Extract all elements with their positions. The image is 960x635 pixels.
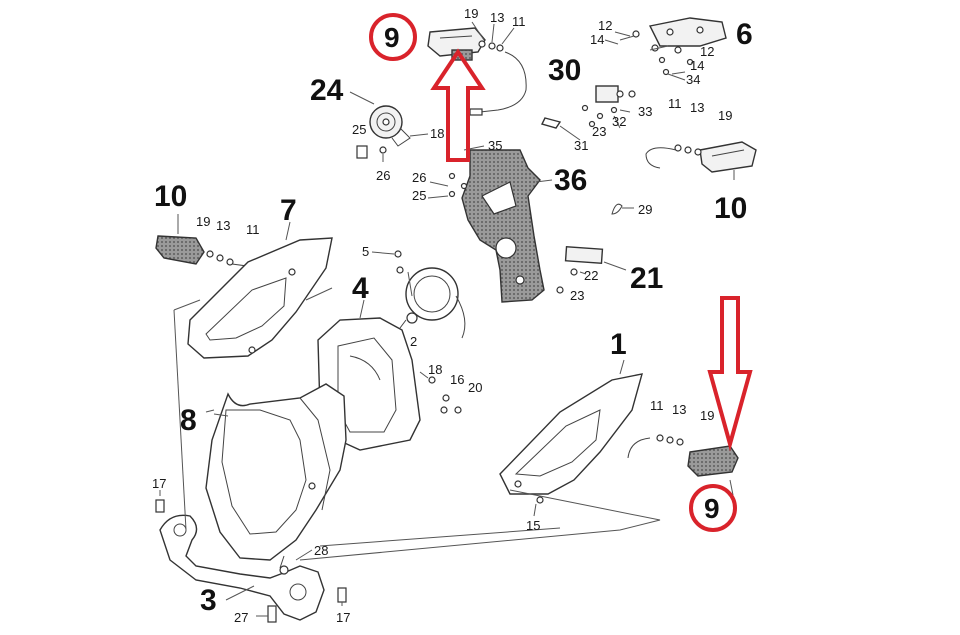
callout-22: 22 — [584, 268, 598, 283]
callout-11c: 11 — [246, 222, 260, 237]
callout-35: 35 — [488, 138, 502, 153]
callout-18a: 18 — [430, 126, 444, 141]
callout-9-top: 9 — [384, 22, 400, 53]
callout-24: 24 — [310, 74, 344, 107]
side-panel-7 — [187, 237, 333, 359]
callout-19c: 19 — [196, 214, 210, 229]
callout-7: 7 — [280, 194, 297, 227]
callout-9-bottom: 9 — [704, 493, 720, 524]
turn-signal-left-10 — [155, 235, 263, 269]
callout-34: 34 — [686, 72, 700, 87]
callout-11d: 11 — [650, 398, 664, 413]
callout-5: 5 — [362, 244, 369, 259]
callout-33: 33 — [638, 104, 652, 119]
callout-25b: 25 — [412, 188, 426, 203]
callout-leaders — [159, 21, 735, 617]
callout-27: 27 — [234, 610, 248, 625]
callout-15: 15 — [526, 518, 540, 533]
callout-11a: 11 — [512, 14, 526, 29]
callout-26b: 26 — [412, 170, 426, 185]
mount-bracket-6 — [619, 17, 727, 76]
arrow-down-outline — [707, 296, 753, 452]
red-highlight-annotations — [369, 13, 753, 532]
callout-labels: 9 9 19 13 11 12 14 6 12 14 34 30 33 32 2… — [152, 6, 753, 625]
callout-13b: 13 — [690, 100, 704, 115]
callout-11b: 11 — [668, 96, 682, 111]
callout-20: 20 — [468, 380, 482, 395]
callout-21: 21 — [630, 262, 663, 295]
callout-12a: 12 — [598, 18, 612, 33]
turn-signal-bottom-right — [627, 434, 739, 477]
lower-bracket-3 — [155, 499, 347, 623]
arrow-up-outline — [430, 48, 486, 162]
callout-28: 28 — [314, 543, 328, 558]
horn-24 — [356, 105, 411, 162]
callout-2: 2 — [410, 334, 417, 349]
callout-13c: 13 — [216, 218, 230, 233]
callout-14b: 14 — [690, 58, 704, 73]
callout-12b: 12 — [700, 44, 714, 59]
callout-18b: 18 — [428, 362, 442, 377]
callout-13a: 13 — [490, 10, 504, 25]
callout-19b: 19 — [718, 108, 732, 123]
callout-1: 1 — [610, 328, 627, 361]
callout-31: 31 — [574, 138, 588, 153]
callout-17a: 17 — [152, 476, 166, 491]
plate-21 — [556, 246, 604, 294]
reference-lines — [173, 287, 661, 561]
bracket-30 — [540, 85, 636, 129]
callout-25a: 25 — [352, 122, 366, 137]
callout-6: 6 — [736, 18, 753, 51]
clip-29 — [611, 203, 623, 215]
callout-23b: 23 — [570, 288, 584, 303]
callout-29: 29 — [638, 202, 652, 217]
callout-26a: 26 — [376, 168, 390, 183]
callout-8: 8 — [180, 404, 197, 437]
callout-3: 3 — [200, 584, 217, 617]
callout-10-left: 10 — [154, 180, 187, 213]
highlight-circle-bottom — [689, 484, 737, 532]
callout-36: 36 — [554, 164, 587, 197]
frame-bracket-36 — [448, 149, 545, 303]
callout-19d: 19 — [700, 408, 714, 423]
callout-30: 30 — [548, 54, 581, 87]
callout-10-right: 10 — [714, 192, 747, 225]
callout-16: 16 — [450, 372, 464, 387]
callout-23a: 23 — [592, 124, 606, 139]
callout-17b: 17 — [336, 610, 350, 625]
callout-4: 4 — [352, 272, 369, 305]
side-panel-1 — [499, 373, 643, 504]
callout-32: 32 — [612, 114, 626, 129]
callout-19a: 19 — [464, 6, 478, 21]
callout-13d: 13 — [672, 402, 686, 417]
front-fairing-8 — [205, 383, 347, 561]
callout-14a: 14 — [590, 32, 604, 47]
highlight-circle-top — [369, 13, 417, 61]
fasteners-16-18-20 — [419, 371, 462, 414]
turn-signal-right-10 — [645, 141, 757, 173]
